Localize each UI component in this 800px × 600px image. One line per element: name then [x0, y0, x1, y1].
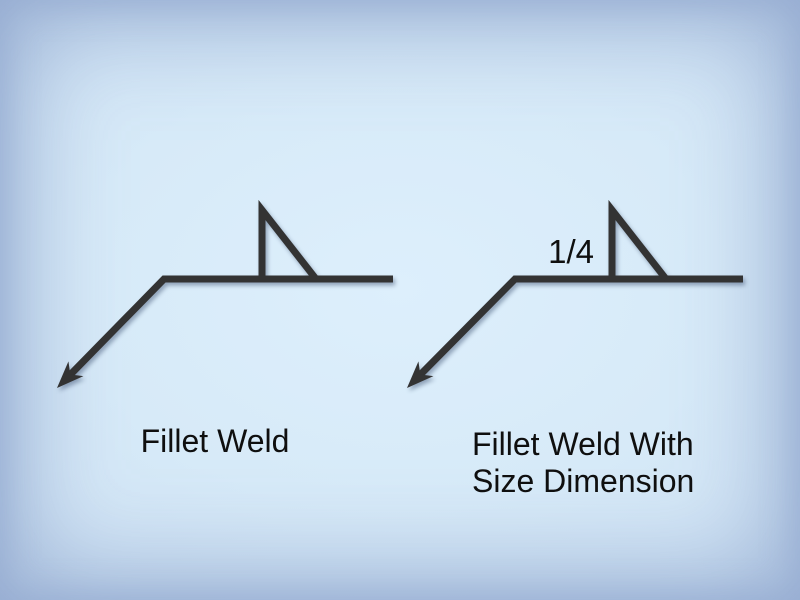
size-dimension-value: 1/4	[548, 233, 594, 270]
fillet-weld-with-size-symbol-lines	[407, 199, 743, 388]
left-symbol-caption: Fillet Weld	[141, 423, 290, 459]
leader-and-reference-line	[67, 275, 393, 378]
right-symbol-caption-line2: Size Dimension	[472, 463, 694, 499]
fillet-triangle-icon	[608, 199, 669, 282]
leader-and-reference-line	[417, 275, 743, 378]
fillet-triangle-icon	[258, 199, 319, 282]
fillet-weld-symbol: Fillet Weld	[57, 199, 393, 459]
fillet-weld-symbol-lines	[57, 199, 393, 388]
right-symbol-caption-line1: Fillet Weld With	[472, 426, 694, 462]
arrowhead-icon	[57, 361, 84, 388]
fillet-weld-with-size-symbol: 1/4 Fillet Weld With Size Dimension	[407, 199, 743, 499]
arrowhead-icon	[407, 361, 434, 388]
